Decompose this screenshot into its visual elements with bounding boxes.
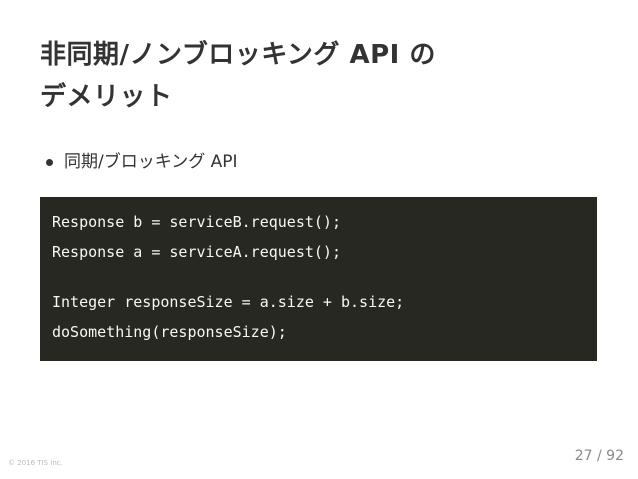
slide-title: 非同期/ノンブロッキング API の デメリット	[40, 34, 580, 118]
code-block: Response b = serviceB.request(); Respons…	[40, 197, 597, 361]
code-line: Integer responseSize = a.size + b.size;	[52, 293, 405, 311]
bullet-dot-icon	[46, 159, 53, 166]
bullet-text: 同期/ブロッキング API	[64, 152, 238, 172]
code-blank-line	[52, 267, 585, 287]
page-number: 27 / 92	[574, 448, 624, 464]
code-line: doSomething(responseSize);	[52, 323, 287, 341]
bullet-item: 同期/ブロッキング API	[40, 148, 238, 176]
code-line: Response a = serviceA.request();	[52, 243, 341, 261]
slide-title-line-2: デメリット	[40, 82, 173, 112]
copyright-text: © 2016 TIS Inc.	[8, 459, 63, 467]
code-line: Response b = serviceB.request();	[52, 213, 341, 231]
slide-title-line-1: 非同期/ノンブロッキング API の	[40, 40, 436, 70]
bullet-list: 同期/ブロッキング API	[40, 148, 238, 176]
